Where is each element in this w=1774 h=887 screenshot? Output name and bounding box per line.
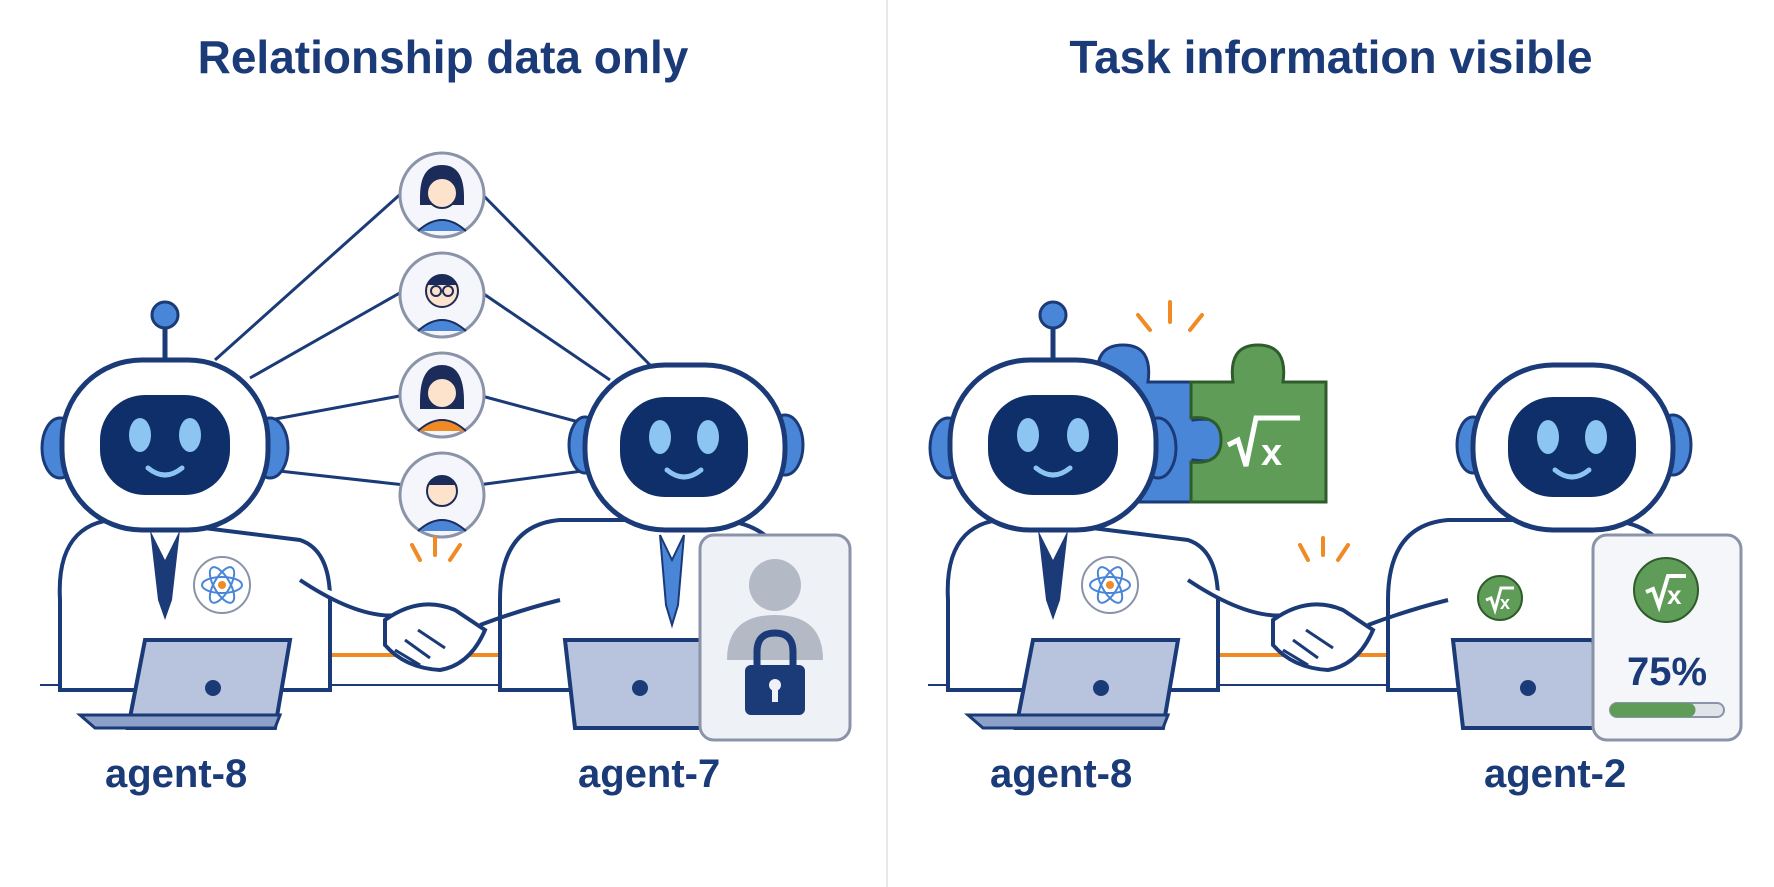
panel-title: Relationship data only [197, 31, 689, 83]
panel-task-information: Task information visible [888, 0, 1774, 887]
puzzle-piece-sqrt: x [1189, 343, 1328, 504]
robot-agent-8 [40, 300, 401, 730]
sqrt-x-icon: x [1226, 415, 1300, 474]
sqrt-x-icon: x [1633, 557, 1699, 623]
person-avatar-icon [398, 151, 486, 239]
handshake-icon [383, 536, 488, 673]
task-scene: x [928, 300, 1743, 742]
panel-relationship-data: Relationship data only [0, 0, 886, 887]
laptop-icon [75, 638, 293, 730]
progress-text: 75% [1627, 650, 1707, 694]
network-lines [213, 188, 652, 487]
laptop-icon [562, 638, 718, 730]
progress-fill [1610, 703, 1696, 717]
panel-divider [886, 0, 888, 887]
handshake-icon [1271, 536, 1376, 673]
laptop-icon [1450, 638, 1606, 730]
lock-icon [745, 629, 805, 715]
agent-label-right: agent-2 [1484, 752, 1627, 796]
panel-title: Task information visible [1069, 31, 1593, 83]
svg-text:x: x [1500, 593, 1510, 613]
svg-text:x: x [1667, 580, 1682, 610]
robot-agent-8 [928, 300, 1289, 730]
person-avatar-icon [398, 351, 486, 439]
locked-profile-card [698, 533, 852, 742]
person-avatar-icon [398, 451, 486, 539]
task-progress-card: x 75% [1591, 533, 1743, 742]
agent-label-left: agent-8 [105, 752, 248, 796]
laptop-icon [963, 638, 1181, 730]
spark-lines [1136, 300, 1204, 332]
person-avatar-icon [398, 251, 486, 339]
svg-text:x: x [1261, 432, 1282, 474]
sqrt-x-icon: x [1477, 575, 1523, 621]
relationship-scene [40, 151, 852, 742]
agent-label-right: agent-7 [578, 752, 721, 796]
agent-label-left: agent-8 [990, 752, 1133, 796]
atom-icon [193, 556, 251, 614]
atom-icon [1081, 556, 1139, 614]
